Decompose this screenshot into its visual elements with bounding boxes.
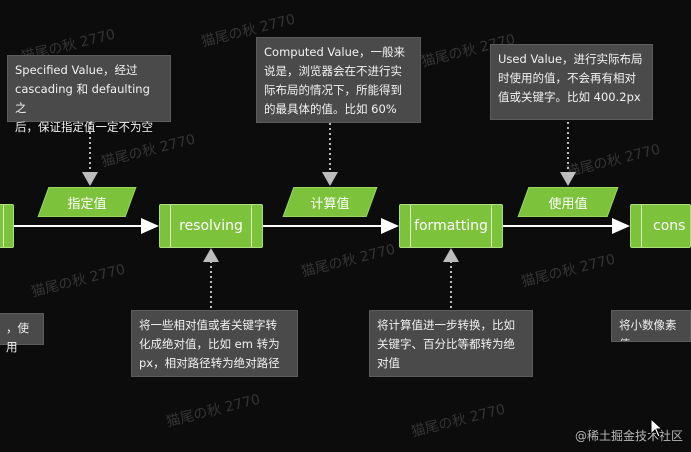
process-label: formatting [414, 218, 488, 234]
note-specified-value: Specified Value，经过 cascading 和 defaultin… [7, 55, 171, 134]
note-resolving: 将一些相对值或者关键字转 化成绝对值，比如 em 转为 px，相对路径转为绝对路… [131, 310, 298, 377]
process-constraining: cons [630, 204, 691, 248]
process-box-partial-left [0, 204, 14, 248]
process-formatting: formatting [399, 204, 503, 248]
process-label: cons [653, 218, 686, 234]
value-label: 计算值 [310, 196, 350, 212]
note-used-value: Used Value，进行实际布局 时使用的值，不会再有相对 值或关键字。比如 … [490, 44, 653, 120]
value-computed-shape: 计算值 [282, 187, 378, 217]
value-label: 使用值 [548, 196, 588, 212]
note-formatting: 将计算值进一步转换，比如 关键字、百分比等都转为绝 对值 [369, 310, 533, 377]
value-used-shape: 使用值 [517, 187, 619, 217]
footer-credit: @稀土掘金技术社区 [574, 429, 683, 443]
process-resolving: resolving [159, 204, 263, 248]
note-computed-value: Computed Value，一般来 说是，浏览器会在不进行实 际布局的情况下，… [256, 37, 421, 123]
process-label: resolving [179, 218, 243, 234]
value-specified-shape: 指定值 [37, 187, 137, 217]
note-constraining: 将小数像素值 [611, 310, 691, 342]
note-partial-left: ，使用 [0, 313, 44, 354]
value-label: 指定值 [67, 196, 107, 212]
mouse-cursor-icon [650, 418, 664, 438]
